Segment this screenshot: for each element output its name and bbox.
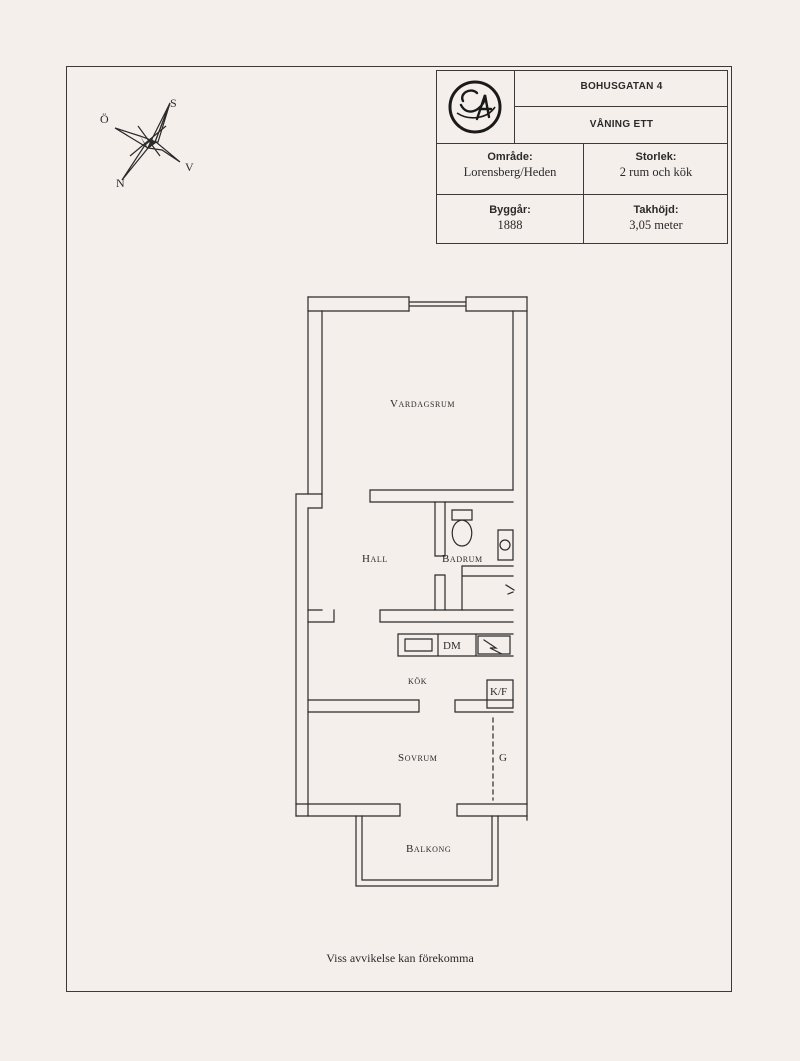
window-top: [408, 296, 467, 312]
ceiling-label: Takhöjd:: [633, 204, 679, 216]
wall-left-hall: [295, 493, 323, 817]
toilet-icon: [451, 509, 473, 547]
dishwasher-label: DM: [443, 640, 461, 652]
info-table: BOHUSGATAN 4 VÅNING ETT Område: Lorensbe…: [436, 70, 728, 244]
ceiling-value: 3,05 meter: [629, 218, 683, 232]
compass-west: V: [185, 160, 194, 174]
built-value: 1888: [497, 218, 523, 232]
balcony-outline: [355, 815, 499, 887]
room-hall: Hall: [362, 553, 388, 565]
compass-south: S: [170, 96, 177, 110]
stove-icon: [477, 635, 511, 655]
page-frame: [66, 66, 732, 992]
room-kitchen: kök: [408, 675, 428, 687]
wall-right: [512, 296, 528, 821]
area-label: Område:: [487, 151, 533, 163]
wall-left-living: [307, 296, 323, 495]
room-balcony: Balkong: [406, 843, 452, 855]
wall-bottom: [295, 803, 528, 817]
logo: [437, 71, 514, 143]
sink-icon: [497, 529, 514, 561]
built-label: Byggår:: [489, 204, 531, 216]
room-bathroom: Badrum: [442, 553, 483, 565]
compass-east: Ö: [100, 112, 109, 126]
ceiling-cell: Takhöjd: 3,05 meter: [584, 204, 728, 233]
wall-kitchen-bedroom: [307, 699, 514, 713]
fridge-box: [486, 679, 514, 709]
area-cell: Område: Lorensberg/Heden: [437, 151, 583, 180]
room-living: Vardagsrum: [390, 398, 456, 410]
disclaimer-text: Viss avvikelse kan förekomma: [326, 951, 474, 965]
floor-title: VÅNING ETT: [589, 119, 654, 130]
area-value: Lorensberg/Heden: [463, 165, 557, 179]
kitchen-counter: [397, 633, 514, 657]
compass-north: N: [116, 176, 125, 190]
wall-bathroom: [434, 501, 446, 611]
fridge-label: K/F: [490, 686, 508, 698]
compass-rose-icon: [114, 102, 181, 181]
wall-hall-kitchen: [307, 609, 514, 623]
shower-icon: [505, 584, 515, 595]
size-cell: Storlek: 2 rum och kök: [584, 151, 728, 180]
size-value: 2 rum och kök: [619, 165, 693, 179]
size-label: Storlek:: [635, 151, 677, 163]
wardrobe-label: G: [499, 752, 507, 764]
address-title: BOHUSGATAN 4: [580, 81, 663, 92]
built-cell: Byggår: 1888: [437, 204, 583, 233]
room-bedroom: Sovrum: [398, 752, 438, 764]
monogram-logo-icon: [448, 80, 502, 134]
wall-top: [307, 296, 528, 312]
